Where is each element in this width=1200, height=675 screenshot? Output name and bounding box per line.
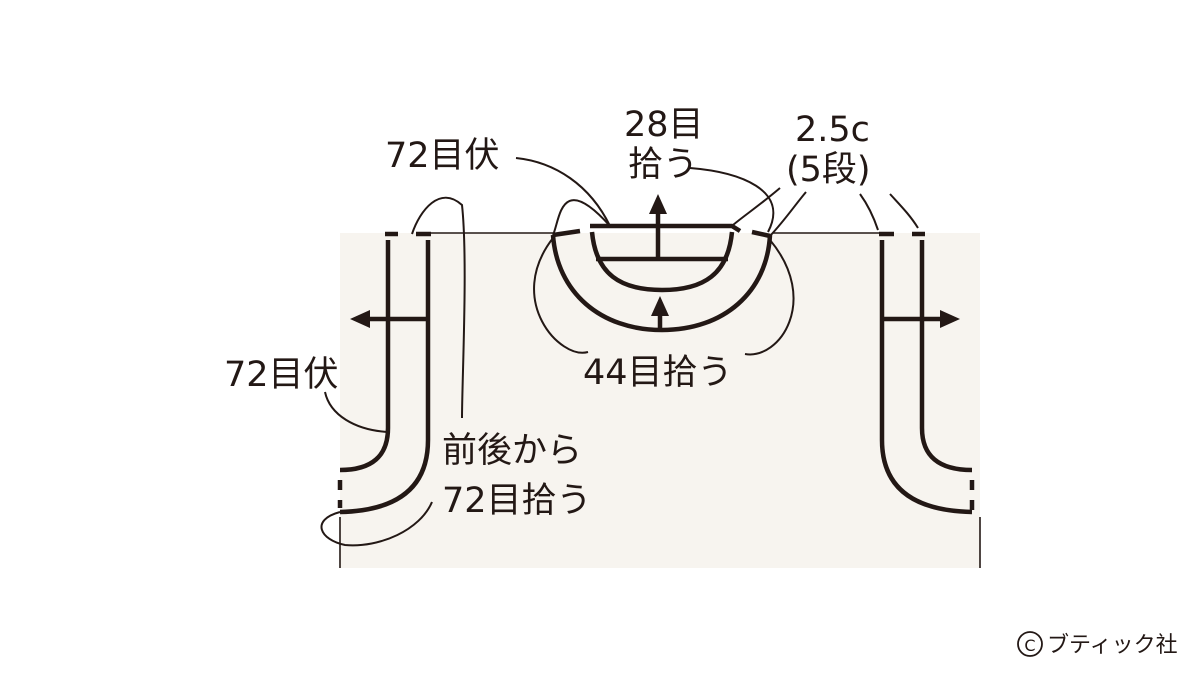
copyright-symbol: C <box>1024 636 1035 655</box>
copyright-icon <box>1017 631 1043 657</box>
publisher-name: ブティック社 <box>1047 633 1178 658</box>
right-armhole-band <box>879 231 975 515</box>
label-pick-up-neck-top-2: 拾う <box>628 145 698 185</box>
label-pick-up-sleeve-1: 前後から <box>442 431 582 471</box>
neck-up-arrow-head <box>649 194 667 214</box>
body-outline <box>339 232 981 568</box>
label-pick-up-neck-top-1: 28目 <box>624 105 704 145</box>
label-rows-2: (5段) <box>786 150 871 190</box>
neck-inner-arrow-head <box>651 296 669 316</box>
label-bind-off-top: 72目伏 <box>385 136 500 176</box>
garment-body <box>340 233 980 568</box>
leader-lines <box>320 157 919 547</box>
right-arrow-head <box>940 310 960 328</box>
label-rows-1: 2.5c <box>795 110 870 150</box>
label-pick-up-sleeve-2: 72目拾う <box>442 481 592 521</box>
label-pick-up-neck-bottom: 44目拾う <box>583 353 733 393</box>
label-bind-off-left: 72目伏 <box>224 355 339 395</box>
publisher-credit: C ブティック社 <box>1017 631 1178 658</box>
neck-band <box>550 194 773 333</box>
left-armhole-band <box>337 231 431 515</box>
left-arrow-head <box>350 310 370 328</box>
